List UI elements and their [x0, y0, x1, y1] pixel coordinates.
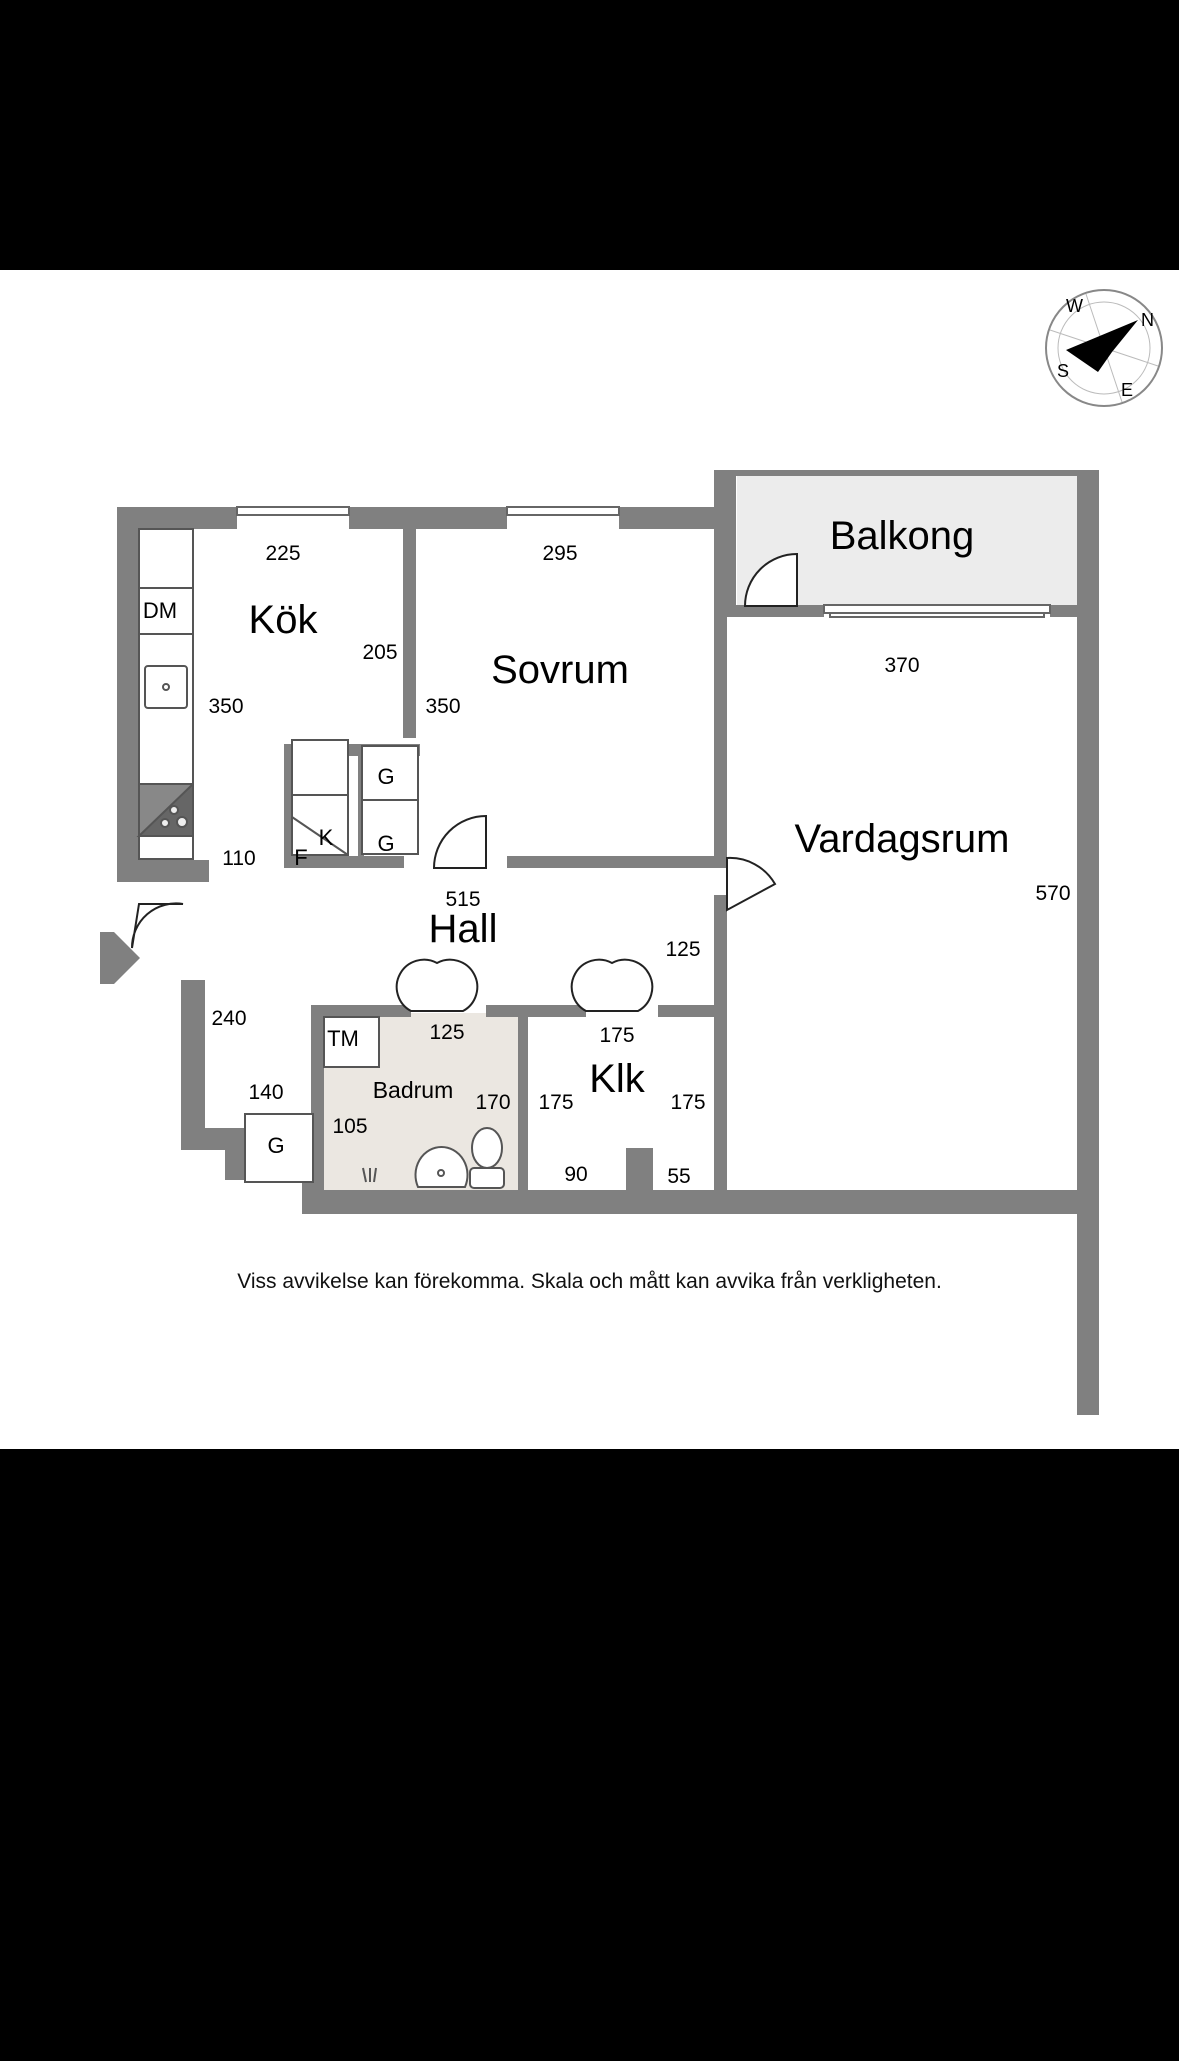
- dim-vardagsrum-width: 370: [884, 654, 919, 677]
- dim-hall-width: 515: [445, 888, 480, 911]
- bedroom-door: [432, 814, 487, 869]
- dim-hall-passage: 125: [665, 938, 700, 961]
- bathroom-fixtures: [362, 1127, 505, 1189]
- fixture-k: K: [319, 825, 334, 850]
- dim-hall-nook: 140: [248, 1081, 283, 1104]
- floor-plan: N E S W Kök Sovrum Balkong Vardagsrum Ha…: [100, 289, 1163, 1415]
- room-label-klk: Klk: [589, 1057, 646, 1101]
- dim-badrum-width: 125: [429, 1021, 464, 1044]
- compass-e: E: [1121, 380, 1133, 400]
- compass-w: W: [1066, 296, 1083, 316]
- dim-hall-lower: 240: [211, 1007, 246, 1030]
- dim-sovrum-width: 295: [542, 542, 577, 565]
- dim-kok-inner: 205: [362, 641, 397, 664]
- fixture-dm: DM: [143, 598, 177, 623]
- dim-klk-bottom-right: 55: [667, 1165, 690, 1188]
- compass-s: S: [1057, 361, 1069, 381]
- compass-icon: N E S W: [1045, 289, 1163, 407]
- dimension-labels: 225 350 205 295 350 370 570 515 110 125 …: [208, 542, 1070, 1188]
- doors: [130, 552, 798, 1012]
- balcony-door: [743, 552, 798, 607]
- dim-badrum-depth: 170: [475, 1091, 510, 1114]
- bathroom-door: [395, 958, 479, 1012]
- sink: [414, 1146, 469, 1188]
- fixture-wardrobe-hall: G: [267, 1133, 284, 1158]
- room-label-badrum: Badrum: [373, 1077, 454, 1103]
- dim-hall-entry: 110: [222, 847, 255, 870]
- exterior-walls: [117, 470, 1099, 1415]
- room-label-kok: Kök: [249, 598, 319, 642]
- living-room-door: [726, 856, 777, 912]
- fixture-tm: TM: [327, 1026, 359, 1051]
- room-label-vardagsrum: Vardagsrum: [795, 817, 1010, 861]
- dim-badrum-side: 105: [332, 1115, 367, 1138]
- kitchen-counter: [136, 528, 419, 1183]
- dim-klk-width: 175: [599, 1024, 634, 1047]
- fixture-wardrobe-kitchen-2: G: [377, 831, 394, 856]
- dim-kok-width: 225: [265, 542, 300, 565]
- dim-klk-bottom-left: 90: [564, 1163, 587, 1186]
- fixture-wardrobe-kitchen-1: G: [377, 764, 394, 789]
- dim-klk-right: 175: [670, 1091, 705, 1114]
- entry-door: [130, 902, 184, 949]
- room-label-sovrum: Sovrum: [491, 648, 629, 692]
- floor-plan-canvas: N E S W Kök Sovrum Balkong Vardagsrum Ha…: [0, 270, 1179, 1449]
- toilet: [471, 1127, 503, 1169]
- fixture-f: F: [294, 845, 307, 870]
- windows: [236, 506, 1051, 618]
- closet-door: [570, 958, 654, 1012]
- dim-vardagsrum-depth: 570: [1035, 882, 1070, 905]
- dim-sovrum-depth: 350: [425, 695, 460, 718]
- disclaimer-text: Viss avvikelse kan förekomma. Skala och …: [237, 1270, 942, 1293]
- fixture-labels: DM K F G G G TM: [143, 598, 395, 1158]
- compass-needle: [1066, 320, 1138, 372]
- room-label-balkong: Balkong: [830, 514, 975, 558]
- entrance-arrow: [100, 932, 140, 984]
- dim-kok-depth: 350: [208, 695, 243, 718]
- compass-n: N: [1141, 310, 1154, 330]
- dim-klk-left: 175: [538, 1091, 573, 1114]
- room-label-hall: Hall: [429, 907, 498, 951]
